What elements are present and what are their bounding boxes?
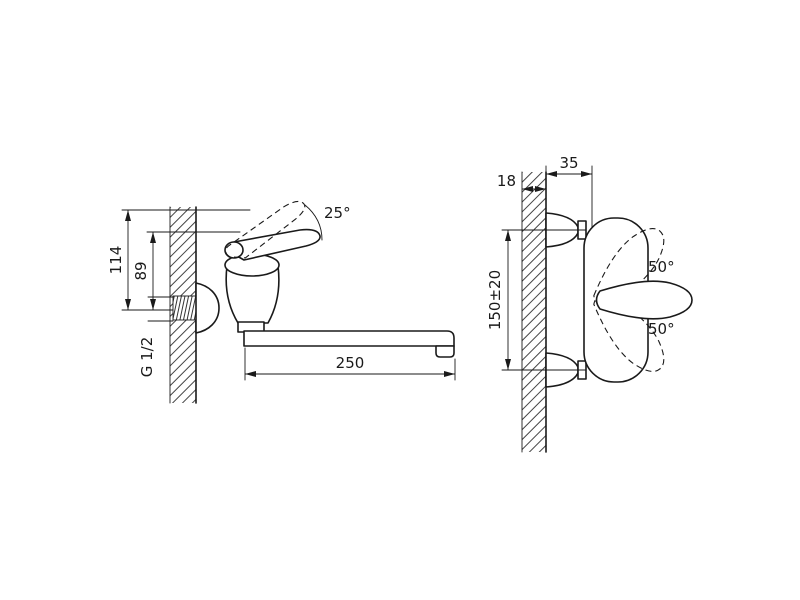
spout-tube xyxy=(243,330,455,347)
lever-handle-side xyxy=(227,228,321,261)
dim-thread: G 1/2 xyxy=(138,296,174,378)
dim-150: 150±20 xyxy=(486,229,587,371)
dim-35: 35 xyxy=(545,154,593,229)
angle-25-label: 25° xyxy=(324,204,351,222)
faucet-body-side xyxy=(225,265,280,324)
dim-89: 89 xyxy=(132,231,241,310)
lever-knob-side xyxy=(224,241,244,259)
lever-handle-raised-dashed xyxy=(225,200,306,259)
threaded-connector xyxy=(172,295,200,321)
thread-hatch xyxy=(173,296,199,320)
lever-handle-front xyxy=(595,280,693,320)
front-view: 18 35 50° 50° 150±2 xyxy=(486,154,693,453)
angle-50-up-label: 50° xyxy=(648,258,675,276)
dim-18-label: 18 xyxy=(497,172,516,190)
front-wall-hatch xyxy=(522,172,546,452)
dim-114-label: 114 xyxy=(107,246,125,275)
lever-swing-down-dashed xyxy=(593,292,665,372)
side-escutcheon xyxy=(195,282,220,334)
thread-size-label: G 1/2 xyxy=(138,337,156,378)
dim-89-label: 89 xyxy=(132,261,150,280)
dim-35-label: 35 xyxy=(559,154,578,172)
side-view: 25° 114 89 G 1/2 250 xyxy=(107,200,456,404)
spout-aerator xyxy=(435,345,455,358)
dim-150-label: 150±20 xyxy=(486,270,504,330)
angle-50-down-label: 50° xyxy=(648,320,675,338)
dim-250-label: 250 xyxy=(336,354,365,372)
dim-250: 250 xyxy=(244,347,456,381)
dim-18: 18 xyxy=(497,172,546,192)
dim-114: 114 xyxy=(107,209,251,311)
angle-arc-25 xyxy=(304,204,323,241)
